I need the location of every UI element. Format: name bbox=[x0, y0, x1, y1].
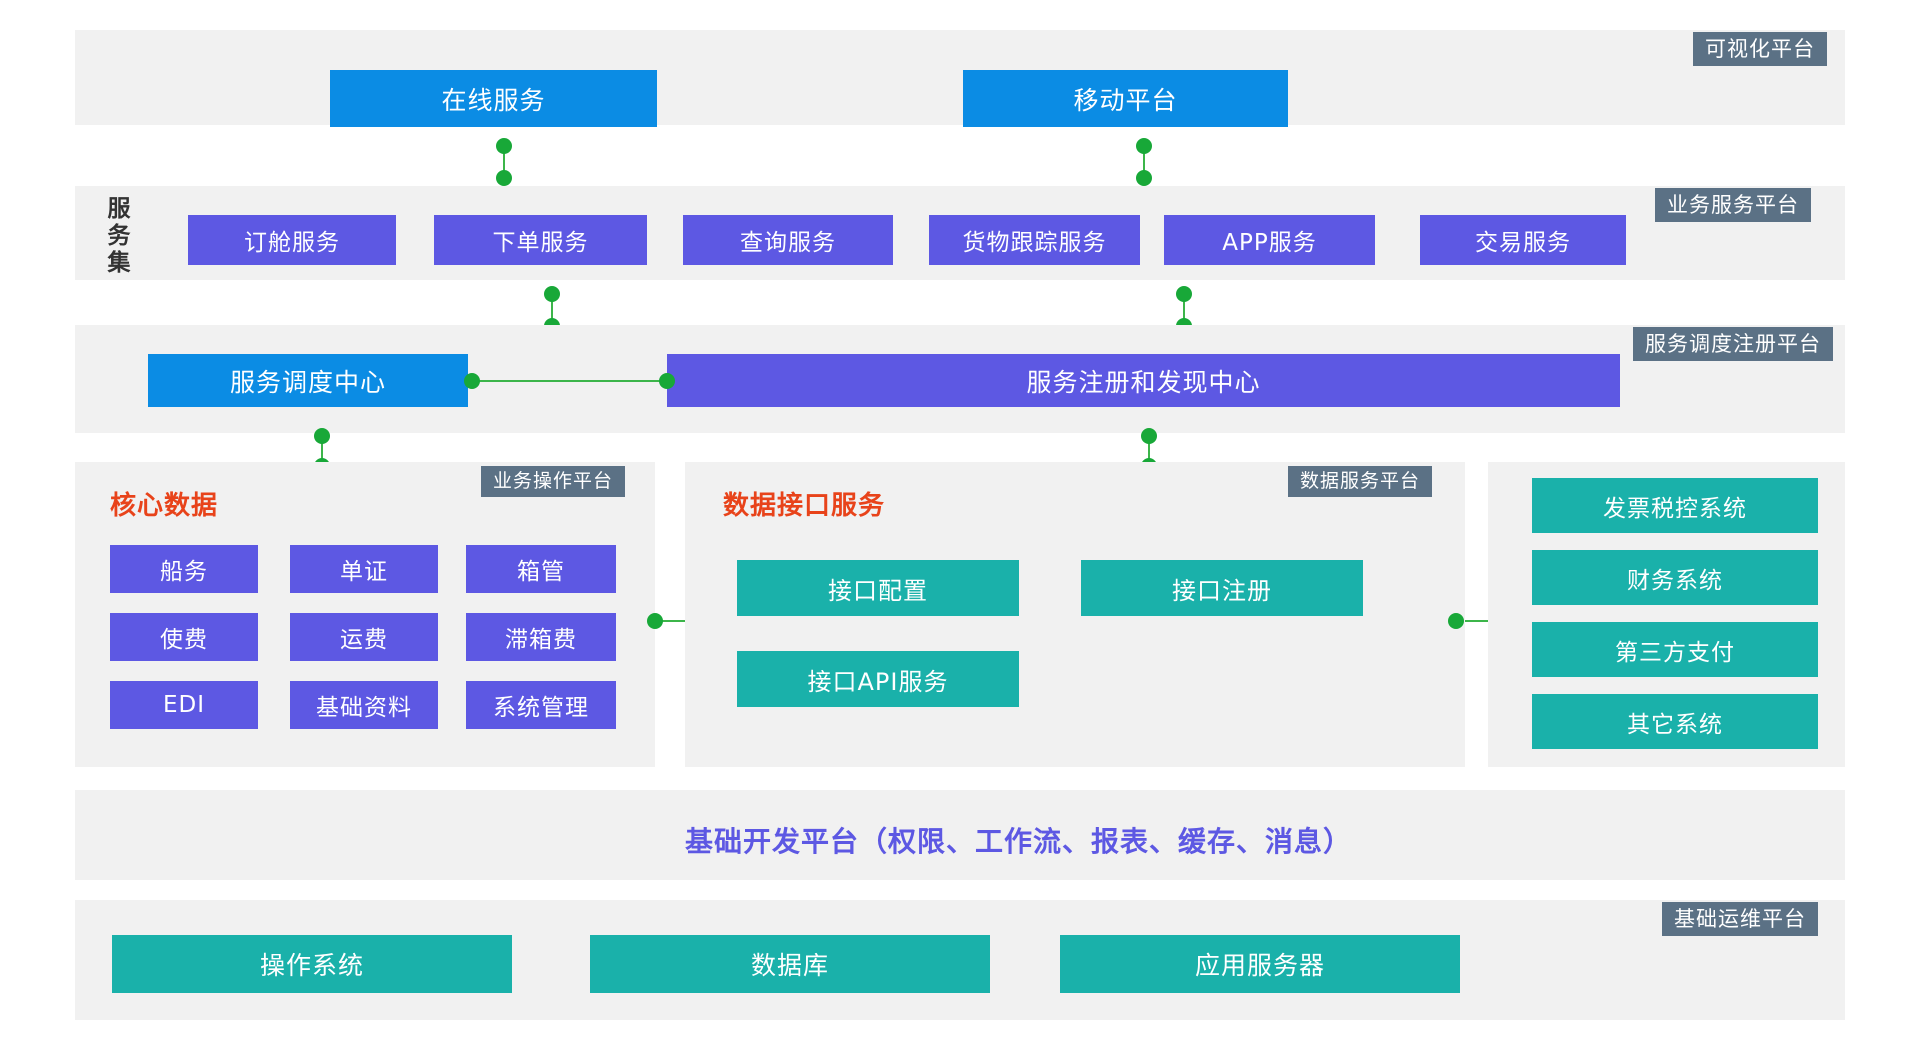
box-app-service[interactable]: APP服务 bbox=[1164, 215, 1375, 265]
box-demurrage[interactable]: 滞箱费 bbox=[466, 613, 616, 661]
box-application-server[interactable]: 应用服务器 bbox=[1060, 935, 1460, 993]
box-third-party-payment[interactable]: 第三方支付 bbox=[1532, 622, 1818, 677]
box-interface-api-service[interactable]: 接口API服务 bbox=[737, 651, 1019, 707]
connector-line-registry-down bbox=[1148, 432, 1150, 468]
dev-platform-label: 基础开发平台（权限、工作流、报表、缓存、消息） bbox=[685, 825, 1353, 858]
connector-dot-online-service-top bbox=[496, 138, 512, 154]
platform-tag-business-service: 业务服务平台 bbox=[1655, 188, 1811, 222]
box-service-dispatch-center[interactable]: 服务调度中心 bbox=[148, 354, 468, 407]
connector-dot-order-service-top bbox=[544, 286, 560, 302]
box-cargo-tracking-service[interactable]: 货物跟踪服务 bbox=[929, 215, 1140, 265]
connector-dot-registry-left bbox=[659, 373, 675, 389]
platform-tag-business-operation: 业务操作平台 bbox=[481, 466, 626, 497]
box-database[interactable]: 数据库 bbox=[590, 935, 990, 993]
connector-dot-registry-down-top bbox=[1141, 428, 1157, 444]
platform-tag-visualization: 可视化平台 bbox=[1693, 32, 1827, 66]
box-freight[interactable]: 运费 bbox=[290, 613, 438, 661]
box-query-service[interactable]: 查询服务 bbox=[683, 215, 893, 265]
connector-line-operation-to-data-service bbox=[655, 620, 700, 622]
heading-core-data: 核心数据 bbox=[110, 491, 219, 521]
connector-dot-dispatch-down-top bbox=[314, 428, 330, 444]
platform-tag-data-service: 数据服务平台 bbox=[1288, 466, 1433, 497]
box-interface-config[interactable]: 接口配置 bbox=[737, 560, 1019, 616]
box-port-charges[interactable]: 使费 bbox=[110, 613, 258, 661]
box-trade-service[interactable]: 交易服务 bbox=[1420, 215, 1626, 265]
connector-dot-app-service-top bbox=[1176, 286, 1192, 302]
connector-dot-operation-right bbox=[647, 613, 663, 629]
platform-tag-dispatch-registry: 服务调度注册平台 bbox=[1633, 327, 1833, 361]
box-service-registry-discovery-center[interactable]: 服务注册和发现中心 bbox=[667, 354, 1620, 407]
box-mobile-platform[interactable]: 移动平台 bbox=[963, 70, 1288, 127]
connector-line-dispatch-down bbox=[321, 432, 323, 468]
box-documents[interactable]: 单证 bbox=[290, 545, 438, 593]
connector-dot-mobile-platform-top bbox=[1136, 138, 1152, 154]
box-operating-system[interactable]: 操作系统 bbox=[112, 935, 512, 993]
connector-dot-online-service-bottom bbox=[496, 170, 512, 186]
connector-line-online-service bbox=[503, 140, 505, 178]
box-system-management[interactable]: 系统管理 bbox=[466, 681, 616, 729]
connector-line-order-service bbox=[551, 290, 553, 328]
heading-data-interface-service: 数据接口服务 bbox=[723, 491, 886, 521]
connector-line-data-service-to-external bbox=[1465, 620, 1510, 622]
box-order-service[interactable]: 下单服务 bbox=[434, 215, 647, 265]
box-container-management[interactable]: 箱管 bbox=[466, 545, 616, 593]
connector-dot-data-service-right bbox=[1448, 613, 1464, 629]
service-set-side-label: 服务集 bbox=[107, 196, 131, 276]
connector-line-mobile-platform bbox=[1143, 140, 1145, 178]
box-invoice-tax-system[interactable]: 发票税控系统 bbox=[1532, 478, 1818, 533]
connector-dot-mobile-platform-bottom bbox=[1136, 170, 1152, 186]
box-other-systems[interactable]: 其它系统 bbox=[1532, 694, 1818, 749]
platform-tag-infrastructure: 基础运维平台 bbox=[1662, 902, 1818, 936]
connector-line-app-service bbox=[1183, 290, 1185, 328]
box-finance-system[interactable]: 财务系统 bbox=[1532, 550, 1818, 605]
box-shipping[interactable]: 船务 bbox=[110, 545, 258, 593]
box-booking-service[interactable]: 订舱服务 bbox=[188, 215, 396, 265]
band-dev-platform bbox=[75, 790, 1845, 880]
connector-line-dispatch-to-registry bbox=[472, 380, 667, 382]
box-edi[interactable]: EDI bbox=[110, 681, 258, 729]
box-online-service[interactable]: 在线服务 bbox=[330, 70, 657, 127]
box-basic-data[interactable]: 基础资料 bbox=[290, 681, 438, 729]
connector-dot-dispatch-right bbox=[464, 373, 480, 389]
box-interface-registration[interactable]: 接口注册 bbox=[1081, 560, 1363, 616]
